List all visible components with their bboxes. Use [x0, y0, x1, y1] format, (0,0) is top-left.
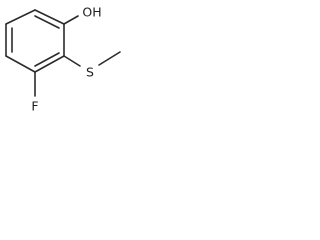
bond-to-sulfur — [63, 55, 81, 67]
ring-bond-c1-c2 — [34, 9, 65, 25]
ring-bond-c4-c5 — [5, 55, 36, 73]
chemical-structure-diagram: OH S F — [5, 5, 121, 114]
fluorine-label: F — [31, 99, 38, 114]
hydroxyl-label: OH — [82, 5, 101, 20]
ring-double-bond-inner-top — [34, 15, 60, 29]
ring-bond-c2-c3 — [5, 9, 36, 25]
ring-double-bond-inner-bottom — [34, 52, 60, 67]
bond-to-hydroxyl — [63, 15, 79, 25]
bond-sulfur-methyl — [98, 51, 121, 66]
ring-bond-c5-c6 — [34, 55, 65, 73]
sulfur-label: S — [86, 65, 94, 80]
